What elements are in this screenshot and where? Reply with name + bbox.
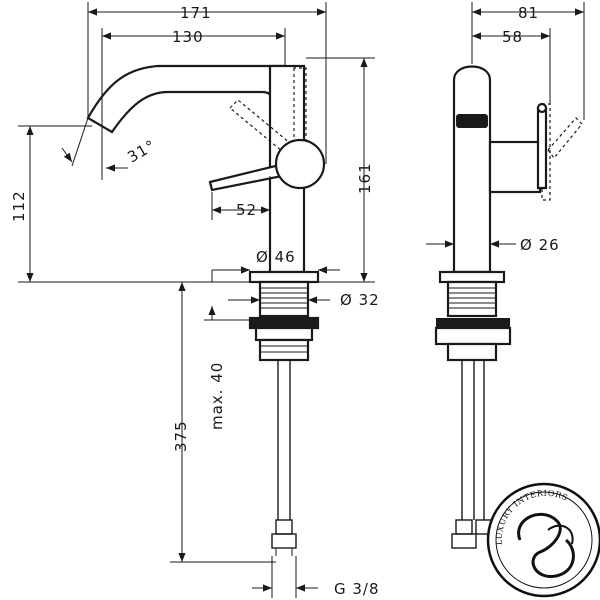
dim-max-40: max. 40 bbox=[208, 362, 226, 430]
front-dimensions bbox=[18, 2, 375, 598]
front-view bbox=[86, 64, 326, 556]
dim-58: 58 bbox=[502, 28, 523, 46]
dim-52: 52 bbox=[236, 201, 257, 219]
dim-g-3-8: G 3/8 bbox=[334, 580, 380, 598]
dim-31-angle: 31° bbox=[124, 136, 159, 166]
dim-diameter-26: Ø 26 bbox=[520, 236, 560, 254]
dim-130: 130 bbox=[172, 28, 204, 46]
dim-375: 375 bbox=[172, 420, 190, 452]
front-threaded-shank bbox=[258, 280, 310, 318]
dim-diameter-46: Ø 46 bbox=[256, 248, 296, 266]
dim-diameter-32: Ø 32 bbox=[340, 291, 380, 309]
dim-171: 171 bbox=[180, 4, 212, 22]
dim-161: 161 bbox=[356, 162, 374, 194]
brand-logo: LUXURY INTERIORS bbox=[486, 482, 600, 598]
side-view bbox=[434, 65, 583, 549]
dim-112: 112 bbox=[10, 190, 28, 222]
side-dimensions bbox=[426, 2, 585, 248]
dim-81: 81 bbox=[518, 4, 539, 22]
